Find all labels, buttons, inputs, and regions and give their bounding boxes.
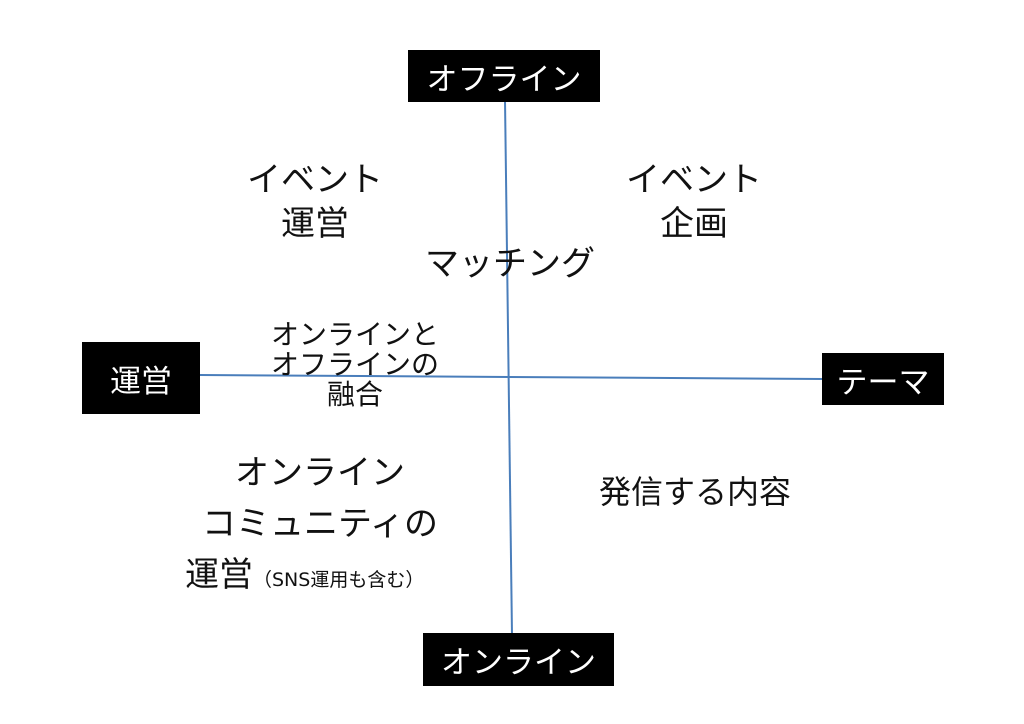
axis-label-online: オンライン bbox=[423, 633, 614, 686]
axis-label-operation: 運営 bbox=[82, 342, 200, 414]
label-line: オンラインと bbox=[270, 318, 439, 351]
label-content: 発信する内容 bbox=[598, 473, 791, 511]
label-line: イベント bbox=[626, 160, 762, 200]
label-line: 運営 bbox=[281, 204, 349, 245]
axis-label-theme: テーマ bbox=[822, 353, 944, 405]
label-event-operation: イベント 運営 bbox=[215, 158, 415, 246]
label-line: オフラインの bbox=[270, 348, 439, 382]
label-text: 運営 bbox=[185, 555, 253, 595]
horizontal-axis bbox=[199, 374, 825, 380]
label-line: イベント bbox=[247, 160, 383, 200]
label-line: 運営（SNS運用も含む） bbox=[170, 550, 470, 601]
label-line: 企画 bbox=[660, 204, 728, 245]
axis-label-offline: オフライン bbox=[408, 50, 600, 102]
label-line: オンライン bbox=[235, 453, 405, 493]
label-matching: マッチング bbox=[425, 244, 595, 284]
label-note: （SNS運用も含む） bbox=[253, 569, 425, 591]
vertical-axis bbox=[504, 99, 513, 636]
label-line: コミュニティの bbox=[202, 504, 438, 544]
label-online-community: オンライン コミュニティの 運営（SNS運用も含む） bbox=[170, 448, 470, 601]
label-line: 融合 bbox=[326, 378, 383, 412]
label-fusion: オンラインと オフラインの 融合 bbox=[240, 318, 470, 412]
label-event-planning: イベント 企画 bbox=[594, 158, 794, 246]
